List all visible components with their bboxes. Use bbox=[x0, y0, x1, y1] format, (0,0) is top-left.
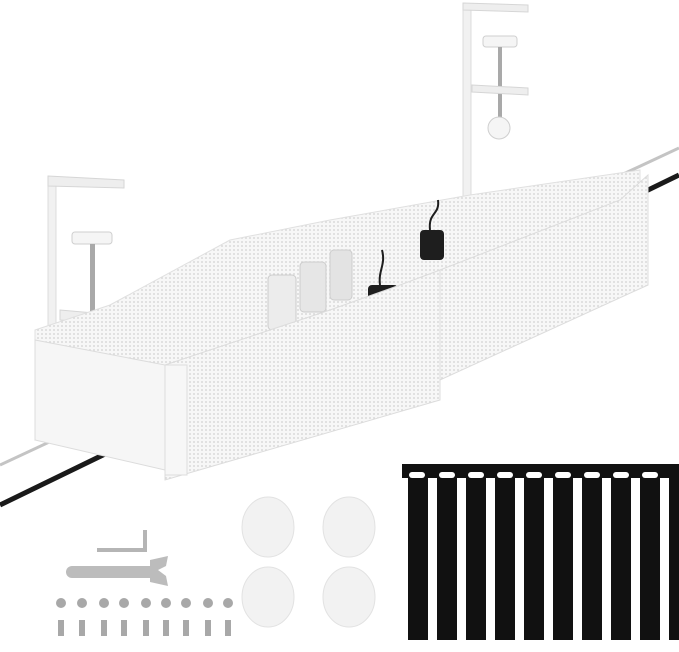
velcro-ties bbox=[402, 464, 679, 640]
white-charger bbox=[267, 274, 297, 331]
hex-key bbox=[97, 530, 147, 552]
right-desk-clamp bbox=[462, 2, 529, 206]
cable-tray bbox=[34, 169, 649, 481]
cable-clips bbox=[241, 496, 376, 628]
screw-set bbox=[56, 598, 233, 636]
wrench bbox=[66, 556, 168, 586]
